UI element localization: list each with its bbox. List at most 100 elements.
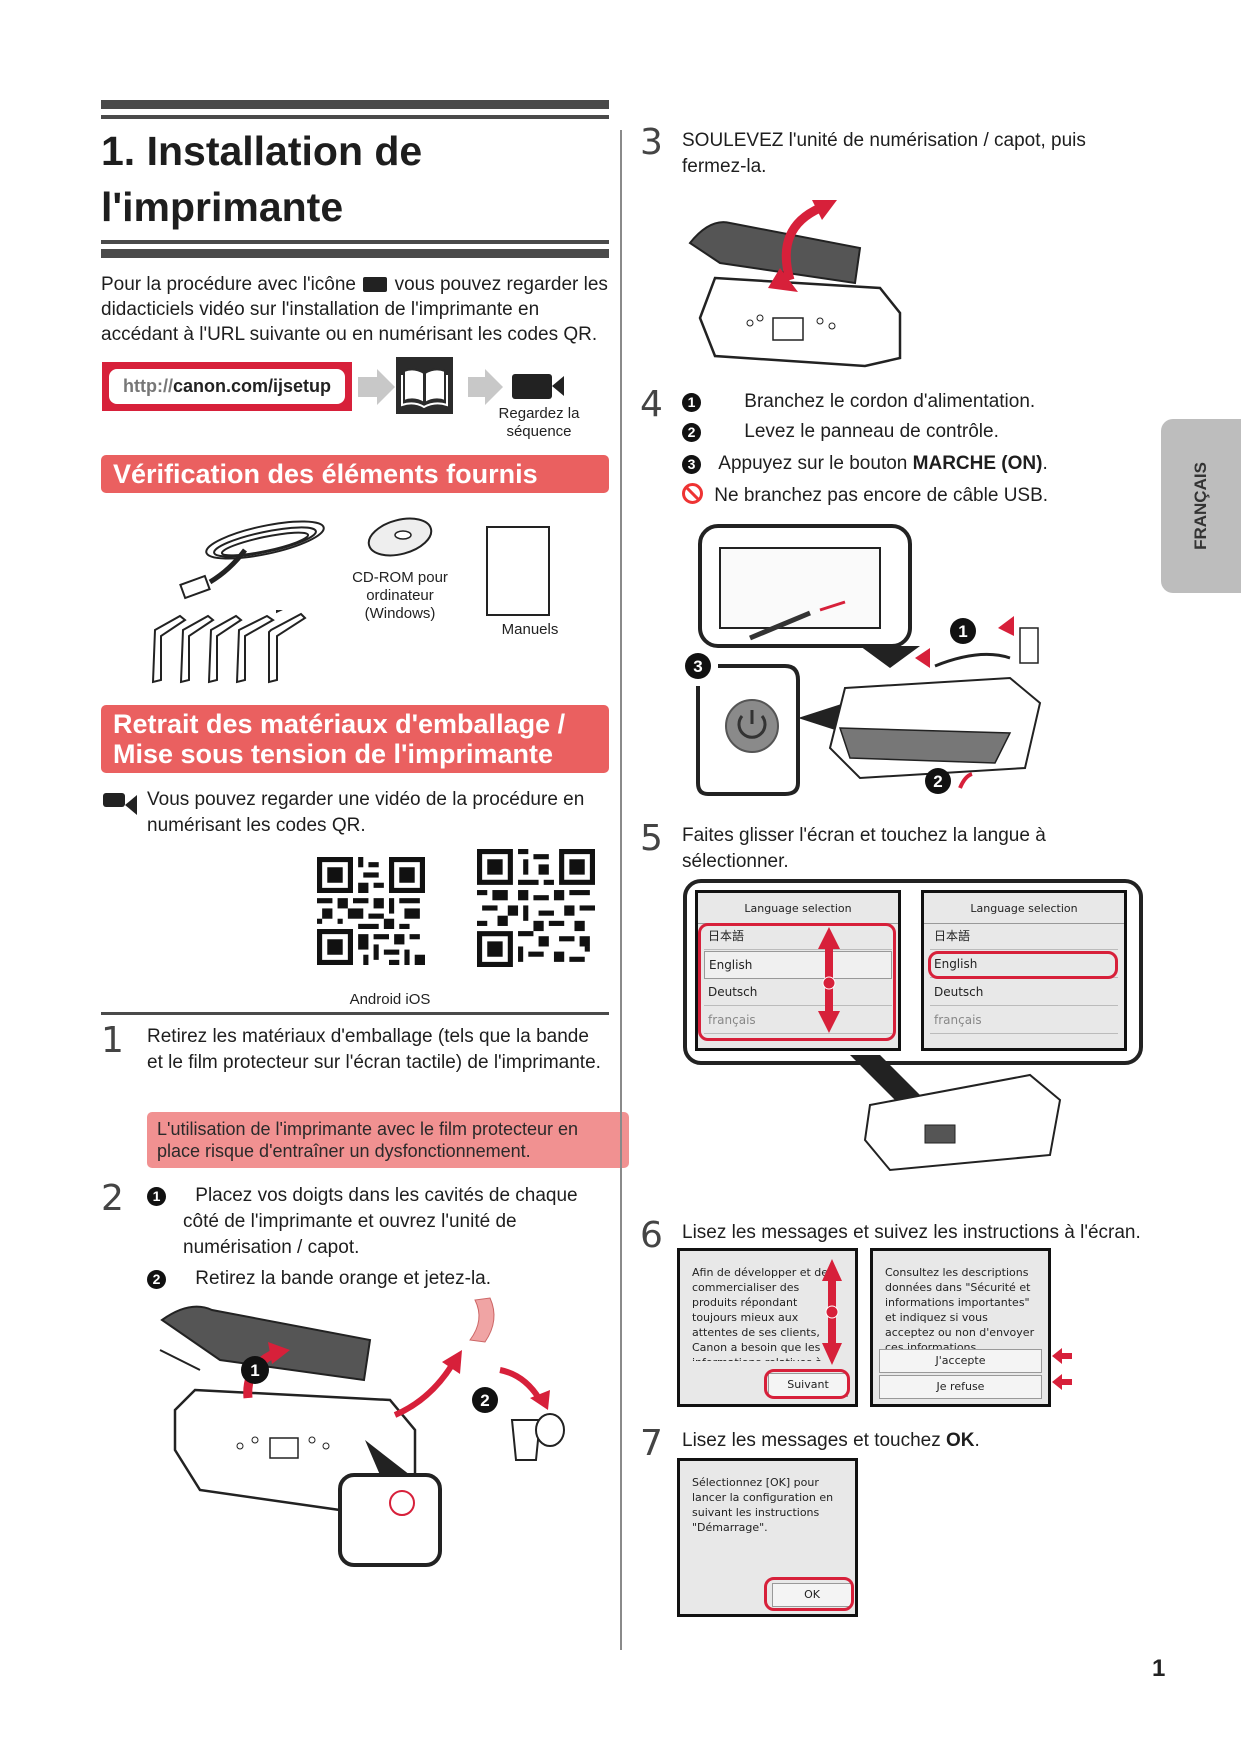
intro-part1: Pour la procédure avec l'icône xyxy=(101,274,356,295)
scroll-arrow-icon-2 xyxy=(822,1259,842,1365)
book-icon xyxy=(396,357,453,414)
step-5-text: Faites glisser l'écran et touchez la lan… xyxy=(682,825,1046,872)
info-screen-1: Afin de développer et de commercialiser … xyxy=(677,1248,858,1407)
power-cord-illustration xyxy=(179,520,325,600)
section-rule xyxy=(101,1012,609,1015)
page-number: 1 xyxy=(1152,1655,1166,1682)
accept-button[interactable]: J'accepte xyxy=(879,1349,1042,1373)
banner-packing-line2: Mise sous tension de l'imprimante xyxy=(113,739,554,769)
info-screen-2: Consultez les descriptions données dans … xyxy=(870,1248,1051,1407)
title-rule-top-thin xyxy=(101,115,609,119)
svg-text:2: 2 xyxy=(933,772,942,791)
cd-rom-label-line2: ordinateur xyxy=(366,587,434,604)
language-option-deutsch-2[interactable]: Deutsch xyxy=(930,979,1118,1006)
bullet-2-icon: 2 xyxy=(147,1270,166,1289)
title-rule-top xyxy=(101,100,609,109)
step-2-item-1: 1 Placez vos doigts dans les cavités de … xyxy=(147,1183,617,1261)
page-title-line1: 1. Installation de xyxy=(101,128,423,174)
step-2-item-1-rest: côté de l'imprimante et ouvrez l'unité d… xyxy=(183,1211,517,1258)
refuse-button[interactable]: Je refuse xyxy=(879,1375,1042,1399)
intro-part2: vous pouvez regarder les didacticiels vi… xyxy=(101,274,608,345)
qr-label: Android iOS xyxy=(349,991,431,1008)
language-side-tab-label: FRANÇAIS xyxy=(1191,462,1210,550)
cd-rom-icon xyxy=(367,517,433,557)
setup-url-link[interactable]: http://canon.com/ijsetup xyxy=(109,369,345,404)
english-highlight xyxy=(928,951,1118,979)
next-button[interactable]: Suivant xyxy=(768,1373,848,1397)
step-7-text-pre: Lisez les messages et touchez xyxy=(682,1430,947,1451)
bullet-1-icon: 1 xyxy=(147,1187,166,1206)
section-banner-contents: Vérification des éléments fournis xyxy=(101,455,609,493)
info-screen-1-text: Afin de développer et de commercialiser … xyxy=(692,1266,829,1361)
banner-packing-line1: Retrait des matériaux d'emballage / xyxy=(113,709,566,739)
svg-text:2: 2 xyxy=(480,1391,489,1410)
page-title: 1. Installation de l'imprimante xyxy=(101,123,422,235)
step-4-number: 4 xyxy=(640,384,663,425)
language-option-francais[interactable]: français xyxy=(704,1007,892,1034)
step-4-item-3: 3 Appuyez sur le bouton MARCHE (ON). xyxy=(682,451,1122,477)
open-scanner-illustration: 1 2 xyxy=(159,1297,565,1567)
scanner-lift-illustration xyxy=(688,200,902,368)
step-4-item-1: 1 Branchez le cordon d'alimentation. xyxy=(682,389,1122,415)
language-option-deutsch[interactable]: Deutsch xyxy=(704,979,892,1006)
step-2-item-2: 2 Retirez la bande orange et jetez-la. xyxy=(147,1266,617,1292)
title-rule-bottom xyxy=(101,249,609,258)
ok-screen-text: Sélectionnez [OK] pour lancer la configu… xyxy=(692,1476,834,1534)
setup-url-box[interactable]: http://canon.com/ijsetup xyxy=(102,362,352,411)
step-5-number: 5 xyxy=(640,818,663,859)
step-1-warning: L'utilisation de l'imprimante avec le fi… xyxy=(147,1112,629,1168)
step-3-number: 3 xyxy=(640,122,663,163)
language-option-francais-2[interactable]: français xyxy=(930,1007,1118,1034)
url-protocol: http:// xyxy=(122,376,173,396)
bullet-2-icon: 2 xyxy=(682,423,701,442)
ok-button[interactable]: OK xyxy=(772,1583,852,1607)
ink-cartridges-illustration xyxy=(151,610,318,684)
language-option-japanese[interactable]: 日本語 xyxy=(704,923,892,950)
bullet-3-icon: 3 xyxy=(682,455,701,474)
ok-screen: Sélectionnez [OK] pour lancer la configu… xyxy=(677,1458,858,1617)
bullet-1-icon: 1 xyxy=(682,393,701,412)
qr-code-ios[interactable] xyxy=(477,849,595,967)
title-rule-bottom-thin xyxy=(101,240,609,244)
ok-button-highlight xyxy=(764,1577,854,1611)
page-title-line2: l'imprimante xyxy=(101,184,344,230)
svg-text:1: 1 xyxy=(958,622,967,641)
step-4-item-3-post: . xyxy=(1042,453,1048,474)
url-domain: canon.com/ijsetup xyxy=(172,376,331,396)
step-7-text-ok: OK xyxy=(946,1430,975,1451)
language-option-japanese-2[interactable]: 日本語 xyxy=(930,923,1118,950)
step-4-item-3-text: Appuyez sur le bouton xyxy=(718,453,913,474)
step-1-number: 1 xyxy=(101,1020,124,1061)
language-screen-tap: Language selection 日本語 English Deutsch f… xyxy=(921,890,1127,1051)
watch-label-line1: Regardez la xyxy=(498,405,580,422)
video-note-line1: Vous pouvez regarder une vidéo de la pro… xyxy=(147,789,585,810)
video-note: Vous pouvez regarder une vidéo de la pro… xyxy=(147,787,617,839)
step-3-text: SOULEVEZ l'unité de numérisation / capot… xyxy=(682,130,1086,177)
step-1-text: Retirez les matériaux d'emballage (tels … xyxy=(147,1026,601,1073)
step-4-item-2-text: Levez le panneau de contrôle. xyxy=(744,421,999,442)
qr-code-android[interactable] xyxy=(317,857,425,965)
manuals-label: Manuels xyxy=(501,621,559,638)
cd-rom-label-line3: (Windows) xyxy=(364,605,436,622)
step-2-item-1-line1: Placez vos doigts dans les cavités de ch… xyxy=(195,1185,578,1206)
language-option-english[interactable]: English xyxy=(704,951,892,979)
step-2-number: 2 xyxy=(101,1178,124,1219)
banner-contents-text: Vérification des éléments fournis xyxy=(113,459,538,489)
step-4-warning-text: Ne branchez pas encore de câble USB. xyxy=(714,485,1049,506)
language-screen-title-2: Language selection xyxy=(924,893,1124,924)
step-7-text-post: . xyxy=(974,1430,980,1451)
section-banner-packing: Retrait des matériaux d'emballage / Mise… xyxy=(101,705,609,773)
step-4-item-2: 2 Levez le panneau de contrôle. xyxy=(682,419,1122,445)
pointer-arrows-icon xyxy=(1052,1348,1072,1390)
svg-text:3: 3 xyxy=(693,657,702,676)
svg-text:1: 1 xyxy=(250,1361,259,1380)
cd-rom-label-line1: CD-ROM pour xyxy=(352,569,448,586)
language-side-tab: FRANÇAIS xyxy=(1161,419,1241,593)
no-entry-icon xyxy=(682,483,703,504)
step-2-item-2-text: Retirez la bande orange et jetez-la. xyxy=(195,1268,492,1289)
video-camera-icon-large xyxy=(512,374,564,399)
power-connect-illustration: 1 3 2 xyxy=(685,524,1042,796)
on-button-label: MARCHE (ON) xyxy=(912,453,1043,474)
language-screen-title: Language selection xyxy=(698,893,898,924)
scroll-arrow-icon xyxy=(818,927,840,1033)
